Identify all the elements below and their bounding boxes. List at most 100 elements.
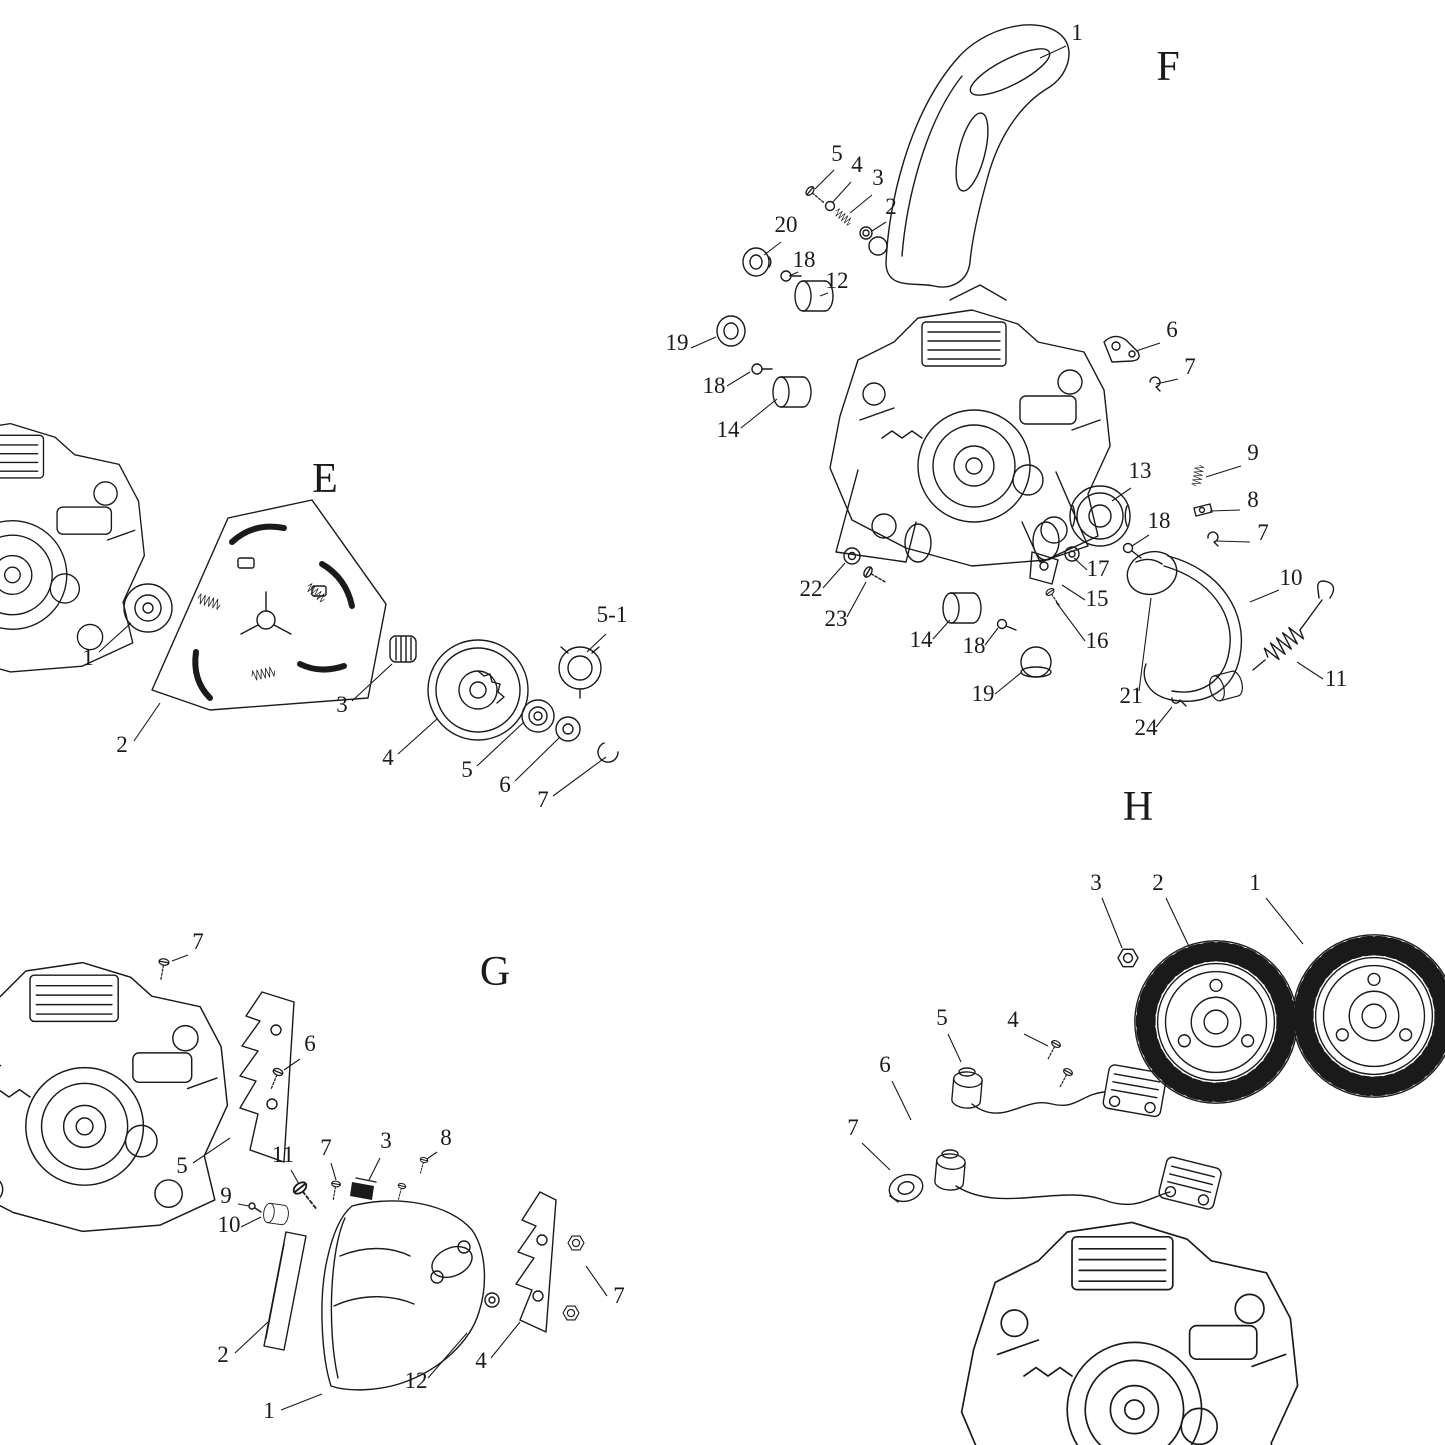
- callout-f-14-23: 14: [910, 627, 934, 652]
- callout-leader-h-4-4: [1023, 1033, 1049, 1047]
- part-f-clip-8: [1193, 503, 1213, 517]
- callout-leader-g-7-0: [171, 954, 189, 962]
- part-f-clip-7a: [1149, 376, 1161, 392]
- callout-leader-g-9-7: [237, 1203, 250, 1207]
- callout-g-2-9: 2: [217, 1342, 229, 1367]
- part-f-washer-18c: [1122, 542, 1142, 559]
- part-g-screws-8: [394, 1156, 429, 1202]
- callout-f-18-6: 18: [793, 247, 816, 272]
- callout-h-2-1: 2: [1152, 870, 1164, 895]
- part-g-screw-6: [266, 1066, 285, 1092]
- callout-leader-f-20-5: [763, 241, 782, 256]
- callout-leader-e-7-6: [552, 756, 607, 797]
- callout-g-1-10: 1: [263, 1398, 275, 1423]
- part-e-clutch-drum: [427, 639, 529, 741]
- part-e-circlip: [597, 742, 619, 763]
- part-g-washer-12: [484, 1292, 500, 1308]
- callout-g-9-7: 9: [220, 1183, 232, 1208]
- callout-leader-f-17-18: [1073, 557, 1088, 571]
- callout-f-13-14: 13: [1129, 458, 1152, 483]
- callout-f-9-13: 9: [1247, 440, 1259, 465]
- callout-g-7-4: 7: [320, 1135, 332, 1160]
- part-f-pulley-13: [1069, 485, 1131, 547]
- part-e-washer-small: [555, 716, 581, 742]
- callout-leader-h-1-2: [1265, 897, 1304, 945]
- callout-leader-f-14-10: [740, 398, 778, 429]
- callout-f-24-29: 24: [1135, 715, 1159, 740]
- callout-f-12-7: 12: [826, 268, 849, 293]
- callout-h-1-2: 1: [1249, 870, 1261, 895]
- callout-h-3-0: 3: [1090, 870, 1102, 895]
- callout-e-7-6: 7: [537, 787, 549, 812]
- callout-e-2-1: 2: [116, 732, 128, 757]
- callout-leader-g-6-1: [283, 1058, 301, 1071]
- callout-f-14-10: 14: [717, 417, 741, 442]
- engine-assembly-h: [960, 1221, 1299, 1445]
- callout-leader-g-5-2: [192, 1137, 231, 1164]
- callout-leader-f-15-20: [1061, 584, 1086, 601]
- callout-e-5-4: 5: [461, 757, 473, 782]
- part-f-spring-9: [1191, 464, 1205, 488]
- callout-h-6-5: 6: [879, 1052, 891, 1077]
- part-f-screw-washer-spring-set: [803, 184, 873, 240]
- callout-leader-f-22-21: [822, 562, 846, 589]
- part-e-needle-bearing: [389, 635, 417, 663]
- callout-leader-g-3-5: [368, 1157, 381, 1181]
- callout-leader-f-21-28: [1138, 597, 1152, 692]
- part-h-screws-4: [1043, 1038, 1075, 1090]
- part-h-flywheel-1: [1293, 935, 1445, 1097]
- callout-leader-e-5-4: [476, 721, 525, 767]
- callout-f-18-16: 18: [1148, 508, 1171, 533]
- callout-leader-f-18-6: [788, 271, 799, 277]
- part-g-screw-7b: [328, 1179, 342, 1202]
- callout-h-5-3: 5: [936, 1005, 948, 1030]
- engine-assembly-f: [829, 284, 1111, 567]
- callout-leader-f-9-13: [1205, 465, 1242, 478]
- callout-leader-g-7-4: [330, 1162, 337, 1181]
- section-label-g: G: [480, 949, 510, 995]
- callout-e-1-0: 1: [82, 645, 94, 670]
- callout-leader-h-6-5: [891, 1080, 912, 1121]
- callout-leader-f-4-2: [831, 181, 852, 204]
- callout-leader-g-10-8: [240, 1216, 262, 1228]
- callout-f-15-20: 15: [1086, 586, 1109, 611]
- callout-g-11-3: 11: [272, 1142, 294, 1167]
- callout-leader-f-1-0: [1039, 45, 1067, 59]
- callout-f-18-9: 18: [703, 373, 726, 398]
- engine-assembly-e: [0, 422, 146, 673]
- callout-leader-f-16-25: [1055, 601, 1086, 642]
- callout-leader-g-2-9: [234, 1321, 269, 1354]
- section-e-art: [0, 422, 619, 763]
- part-g-latch-3: [350, 1177, 377, 1200]
- part-f-washer-22: [843, 547, 861, 565]
- callout-leader-f-2-4: [871, 221, 887, 232]
- part-f-grommet-19a: [716, 315, 746, 347]
- callout-g-3-5: 3: [380, 1128, 392, 1153]
- callout-e-4-3: 4: [382, 745, 394, 770]
- callout-e-6-5: 6: [499, 772, 511, 797]
- callout-leader-h-7-6: [861, 1142, 891, 1171]
- callout-leader-g-1-10: [280, 1393, 323, 1411]
- callout-leader-g-4-12: [490, 1321, 521, 1359]
- callout-leader-f-18-16: [1131, 534, 1150, 547]
- part-g-sleeve-10: [261, 1202, 291, 1226]
- callout-f-23-22: 23: [825, 606, 848, 631]
- part-e-washer: [123, 583, 173, 633]
- callout-leader-e-5-1-7: [586, 633, 607, 653]
- part-h-flywheel-2: [1135, 941, 1297, 1103]
- part-f-pin-18b: [751, 363, 773, 375]
- part-g-pin-9: [248, 1202, 262, 1213]
- callout-f-11-26: 11: [1325, 666, 1347, 691]
- callout-f-10-19: 10: [1280, 565, 1303, 590]
- part-e-clutch-assembly: [151, 499, 387, 711]
- part-f-washer-17: [1064, 546, 1080, 562]
- part-f-cover-disc-21: [1126, 550, 1178, 596]
- callout-h-4-4: 4: [1007, 1007, 1019, 1032]
- part-e-sprocket-rim: [558, 646, 602, 699]
- part-h-grommet-7: [888, 1173, 924, 1203]
- engine-assembly-g: [0, 961, 229, 1233]
- callout-g-12-11: 12: [405, 1368, 428, 1393]
